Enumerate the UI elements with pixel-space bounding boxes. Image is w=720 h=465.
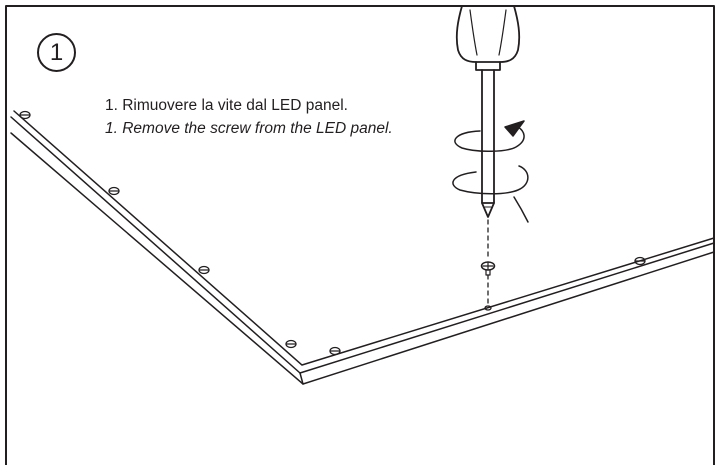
screw-icon — [19, 110, 31, 120]
screw-icon — [108, 186, 120, 196]
screw-icon — [480, 261, 496, 276]
panel-screws — [19, 110, 646, 356]
led-panel — [10, 110, 715, 385]
screw-icon — [285, 339, 297, 349]
rotation-arrow-icon — [452, 120, 529, 223]
screw-icon — [634, 256, 646, 266]
screw-guide — [484, 219, 492, 311]
frame-border — [5, 5, 715, 465]
screwdriver-icon — [455, 5, 521, 218]
screw-icon — [329, 346, 341, 356]
step-number-badge: 1 — [37, 33, 76, 72]
instruction-italian: 1. Rimuovere la vite dal LED panel. — [105, 97, 348, 114]
instruction-english: 1. Remove the screw from the LED panel. — [105, 120, 393, 137]
screw-icon — [198, 265, 210, 275]
